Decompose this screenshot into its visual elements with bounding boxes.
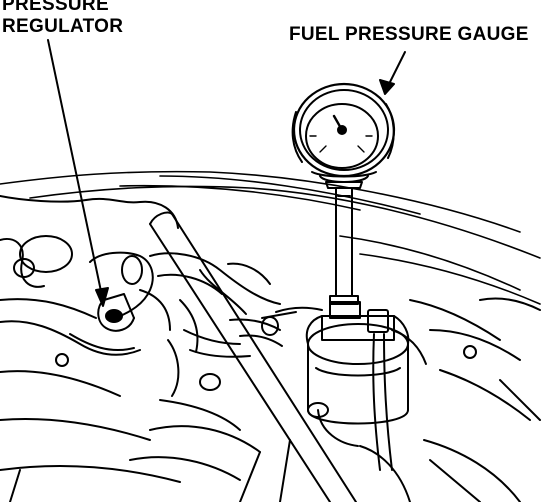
pressure-regulator-label-line2: REGULATOR (2, 16, 124, 37)
pressure-regulator-label-line1: PRESSURE (2, 0, 109, 15)
hood-lines (0, 170, 541, 305)
engine-bottom (129, 399, 411, 502)
engine-block-left (0, 195, 181, 502)
pressure-regulator-label: PRESSURE REGULATOR (2, 0, 123, 38)
fuel-filter (305, 301, 410, 447)
fuel-pressure-gauge-arrowhead (379, 79, 395, 95)
gauge-needle (332, 114, 344, 132)
engine-right (409, 297, 541, 502)
fuel-pressure-gauge-leader (387, 51, 406, 87)
fuel-rail (149, 211, 357, 502)
hoses (149, 252, 323, 397)
fuel-pressure-gauge-label: FUEL PRESSURE GAUGE (289, 24, 529, 45)
gauge-stem (329, 187, 359, 305)
gauge-hose (367, 309, 427, 471)
pressure-regulator-arrowhead (95, 287, 109, 307)
fuel-pressure-gauge (291, 82, 396, 189)
pressure-regulator (89, 251, 171, 332)
pressure-regulator-leader (47, 39, 103, 297)
leader-lines (47, 39, 406, 307)
